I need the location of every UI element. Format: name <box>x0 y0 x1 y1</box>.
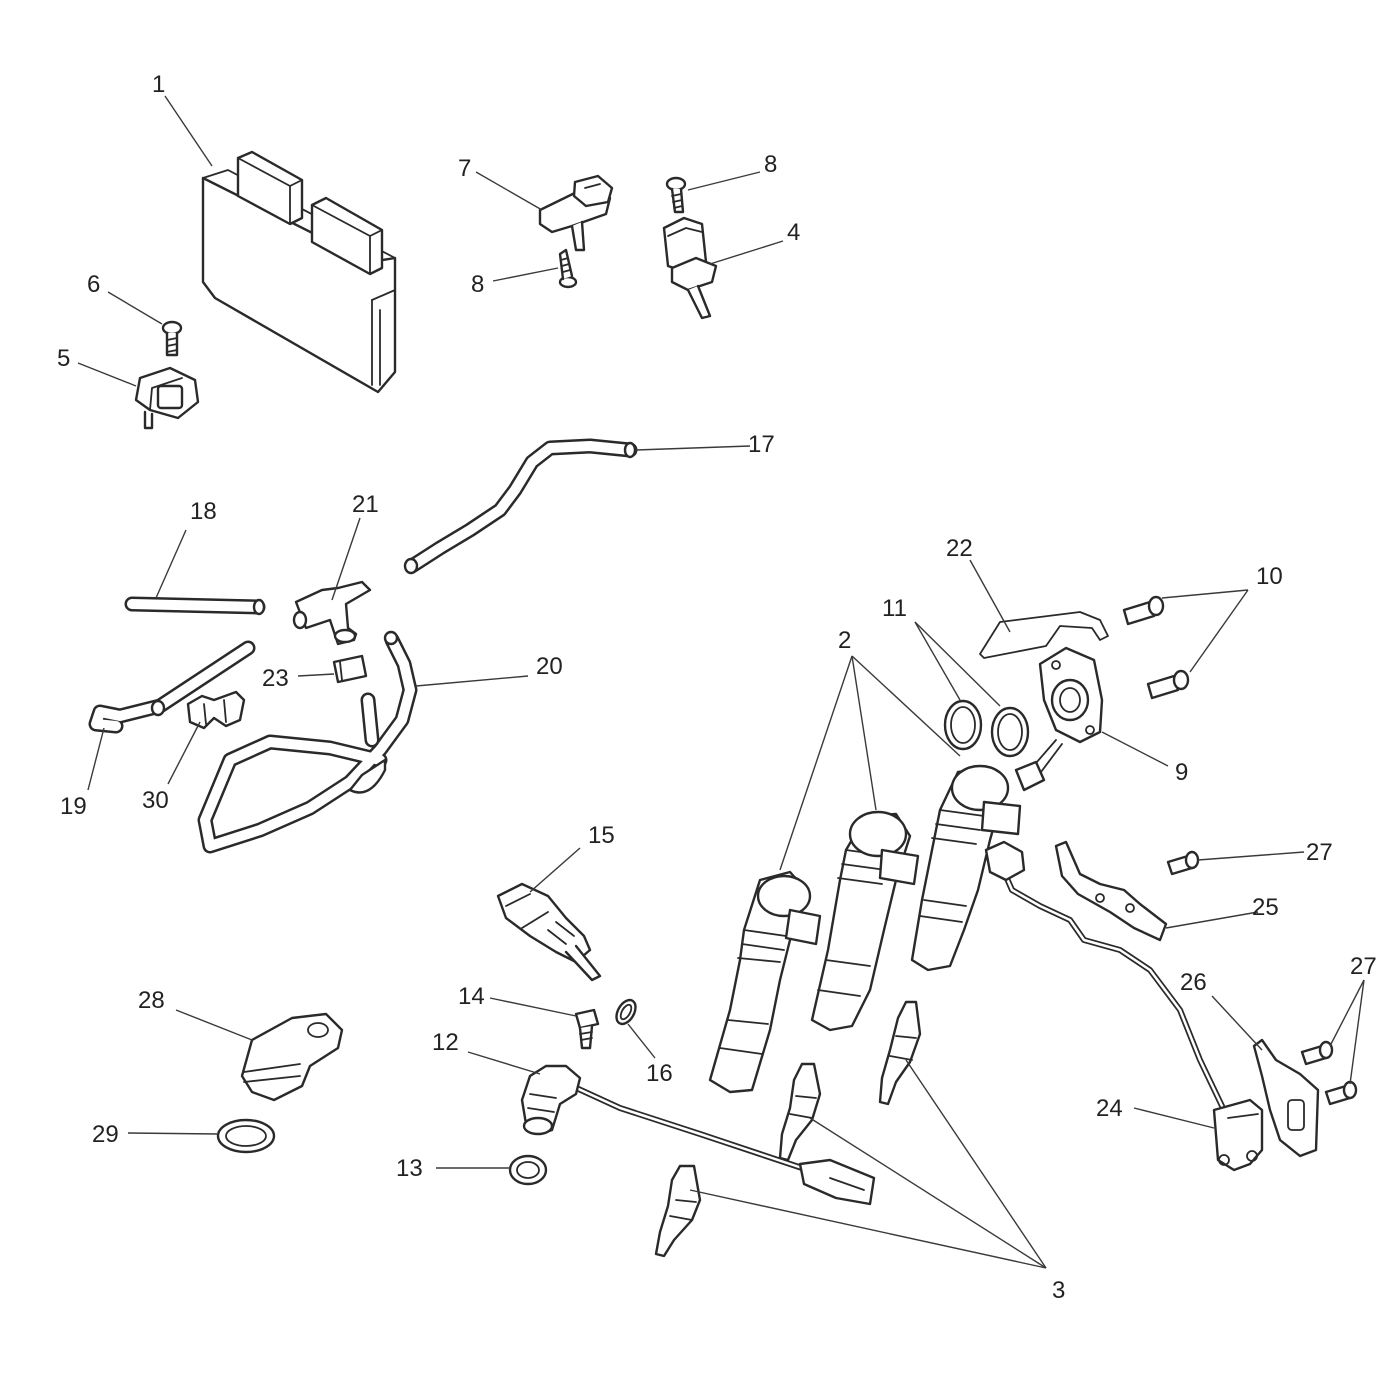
callout-1: 1 <box>152 71 165 98</box>
sensor-15-part <box>496 882 602 982</box>
callout-27-upper: 27 <box>1306 839 1333 866</box>
callout-29: 29 <box>92 1121 119 1148</box>
o-rings-11-part <box>943 699 1030 758</box>
callout-8-upper: 8 <box>764 151 777 178</box>
sensor-7-part <box>538 174 614 252</box>
t-connector-21-part <box>292 580 372 646</box>
callout-18: 18 <box>190 498 217 525</box>
o-ring-16-part <box>615 998 637 1026</box>
callout-27-lower: 27 <box>1350 953 1377 980</box>
hose-19-part <box>88 640 256 734</box>
hose-17-part <box>403 438 638 575</box>
callout-2: 2 <box>838 627 851 654</box>
callout-9: 9 <box>1175 759 1188 786</box>
bracket-25-part <box>1054 840 1168 942</box>
sensor-9-part <box>1014 646 1104 792</box>
sleeve-23-part <box>332 654 368 684</box>
callout-10: 10 <box>1256 563 1283 590</box>
coil-2-left-part <box>708 870 822 1094</box>
screw-8-upper-part <box>665 176 687 214</box>
bolt-27-middle-part <box>1300 1040 1334 1066</box>
callout-28: 28 <box>138 987 165 1014</box>
hose-20-part <box>197 630 418 854</box>
callout-8-lower: 8 <box>471 271 484 298</box>
callout-25: 25 <box>1252 894 1279 921</box>
coil-2-middle-part <box>810 810 920 1032</box>
bracket-26-part <box>1252 1038 1320 1158</box>
spark-plug-3-a-part <box>654 1164 702 1258</box>
callout-15: 15 <box>588 822 615 849</box>
clip-30-part <box>186 690 246 730</box>
map-sensor-part <box>134 366 200 430</box>
callout-3: 3 <box>1052 1277 1065 1304</box>
bracket-22-part <box>979 611 1109 659</box>
callout-21: 21 <box>352 491 379 518</box>
callout-11: 11 <box>882 595 907 622</box>
callout-24: 24 <box>1096 1095 1123 1122</box>
spark-plug-3-c-part <box>878 1000 922 1106</box>
callout-26: 26 <box>1180 969 1207 996</box>
sensor-24-part <box>984 840 1264 1172</box>
bolt-27-lower-part <box>1324 1080 1358 1106</box>
callout-16: 16 <box>646 1060 673 1087</box>
bolt-10-upper-part <box>1122 595 1165 626</box>
callout-17: 17 <box>748 431 775 458</box>
plug-28-part <box>240 1012 344 1102</box>
callout-30: 30 <box>142 787 169 814</box>
coil-2-right-part <box>910 764 1022 972</box>
callout-14: 14 <box>458 983 485 1010</box>
temp-sensor-4-part <box>662 216 718 320</box>
sensor-12-part <box>520 1064 876 1206</box>
ecu-part <box>201 150 397 394</box>
callout-23: 23 <box>262 665 289 692</box>
hose-18-part <box>124 596 266 616</box>
o-ring-29-part <box>216 1118 276 1154</box>
callout-7: 7 <box>458 155 471 182</box>
callout-19: 19 <box>60 793 87 820</box>
callout-labels: 1 2 3 4 5 6 7 8 8 9 10 11 12 13 14 15 16… <box>57 71 1377 1304</box>
bolt-6-part <box>161 320 183 357</box>
screw-8-lower-part <box>558 248 578 289</box>
bolt-27-upper-part <box>1166 850 1200 876</box>
o-ring-13-part <box>508 1154 548 1186</box>
callout-4: 4 <box>787 219 800 246</box>
bolt-10-lower-part <box>1146 669 1190 700</box>
callout-20: 20 <box>536 653 563 680</box>
leader-lines <box>77 95 1365 1269</box>
callout-12: 12 <box>432 1029 459 1056</box>
spark-plug-3-b-part <box>778 1062 822 1162</box>
callout-13: 13 <box>396 1155 423 1182</box>
callout-22: 22 <box>946 535 973 562</box>
callout-6: 6 <box>87 271 100 298</box>
bolt-14-part <box>574 1008 600 1050</box>
callout-5: 5 <box>57 345 70 372</box>
